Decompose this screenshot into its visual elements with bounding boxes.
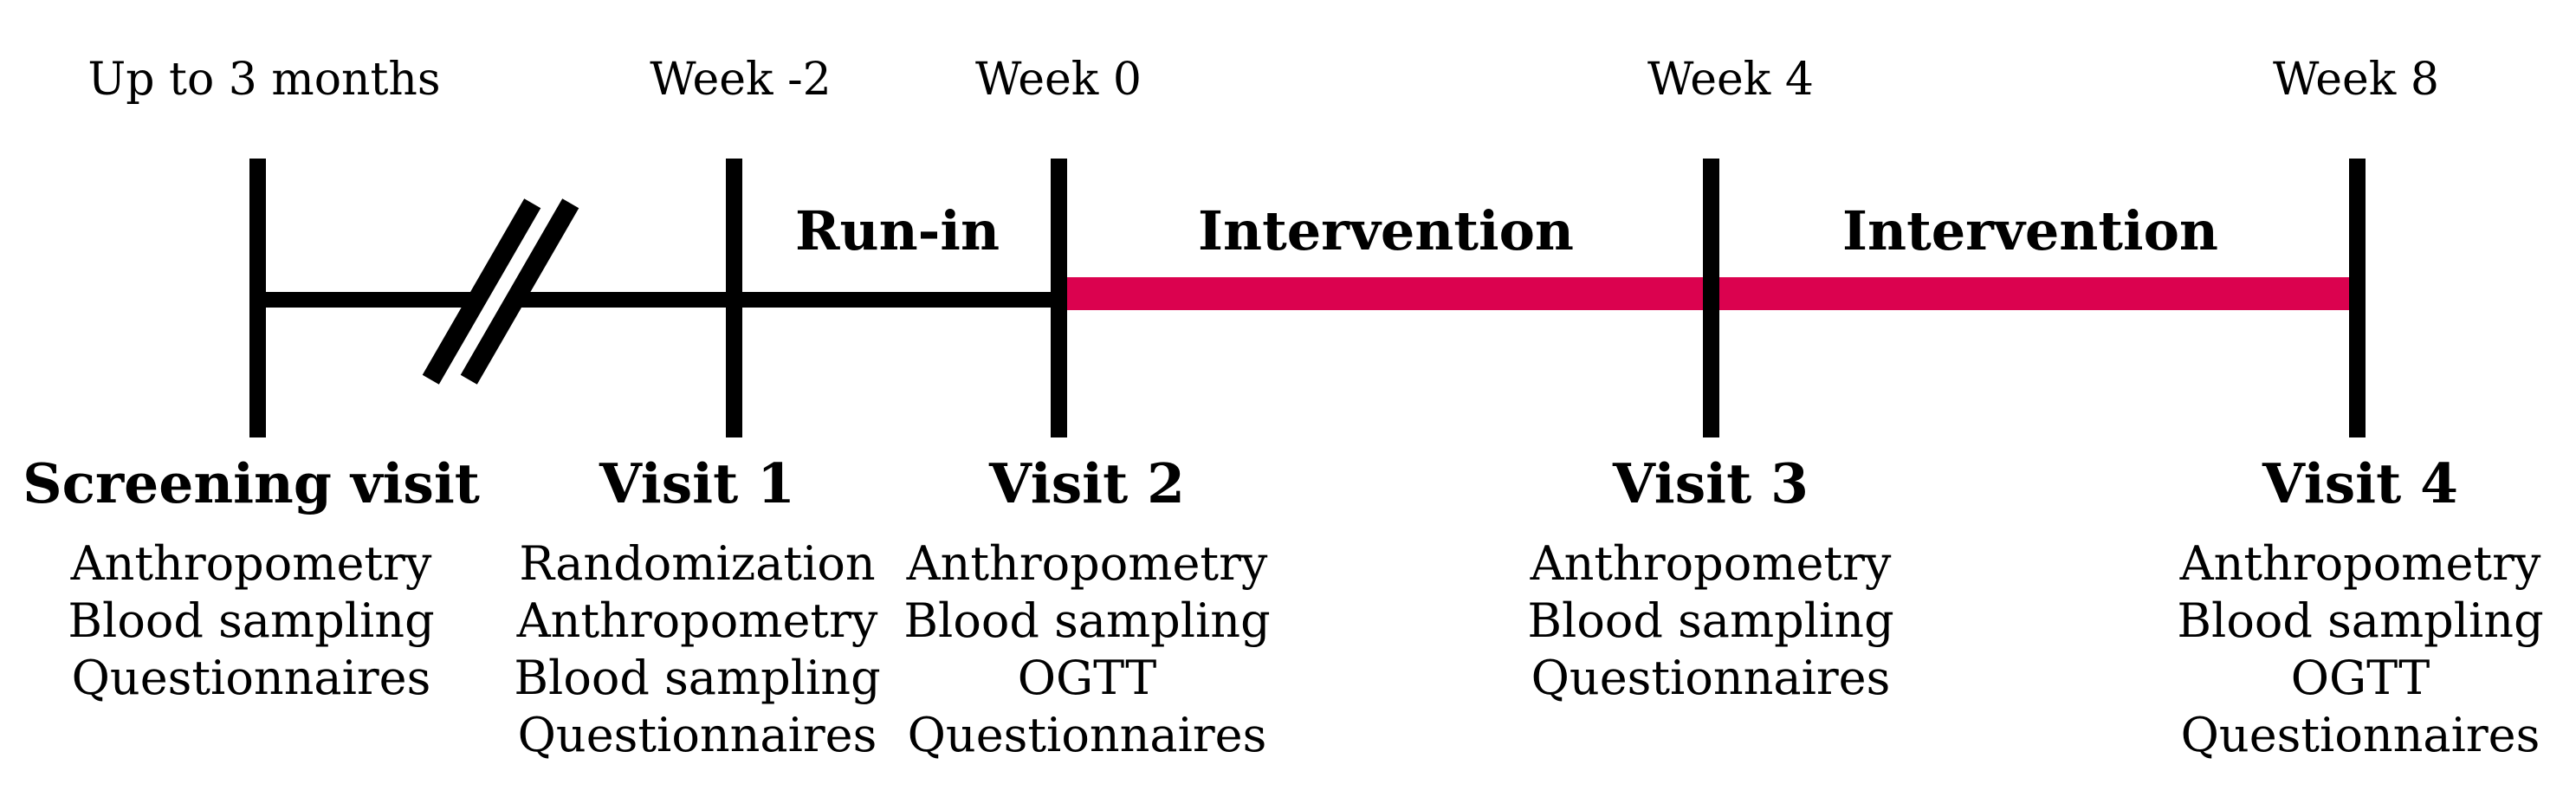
- visit-activity: Anthropometry: [516, 593, 878, 648]
- visit-title: Visit 2: [989, 451, 1185, 515]
- visit-activity: Questionnaires: [2180, 708, 2540, 762]
- visit-title: Visit 3: [1613, 451, 1809, 515]
- visit-activity: Questionnaires: [71, 651, 431, 705]
- visit-column-visit-2: Visit 2 Anthropometry Blood sampling OGT…: [903, 457, 1270, 764]
- baseline-runin-segment: [249, 292, 1059, 308]
- time-label-week-0: Week 0: [975, 54, 1142, 106]
- phase-label-intervention-2: Intervention: [1842, 199, 2218, 262]
- visit-activity: Blood sampling: [1527, 593, 1894, 648]
- visit-activity: Blood sampling: [68, 593, 435, 648]
- visit-title: Screening visit: [23, 451, 480, 515]
- visit-activity: Questionnaires: [1531, 651, 1891, 705]
- time-label-week-8: Week 8: [2273, 54, 2439, 106]
- timeline-tick-screening: [249, 159, 266, 437]
- visit-column-visit-1: Visit 1 Randomization Anthropometry Bloo…: [514, 457, 880, 764]
- visit-activity: Questionnaires: [907, 708, 1267, 762]
- visit-column-screening: Screening visit Anthropometry Blood samp…: [23, 457, 480, 707]
- visit-activity: Randomization: [519, 536, 876, 591]
- visit-activity: OGTT: [1017, 651, 1157, 705]
- phase-label-intervention-1: Intervention: [1198, 199, 1574, 262]
- time-label-week-minus-2: Week -2: [650, 54, 832, 106]
- phase-label-run-in: Run-in: [794, 199, 1000, 262]
- visit-activity: Anthropometry: [906, 536, 1268, 591]
- timeline-tick-week-8: [2349, 159, 2366, 437]
- timeline-tick-week-0: [1051, 159, 1067, 437]
- visit-activity: Blood sampling: [514, 651, 881, 705]
- visit-activity: Blood sampling: [903, 593, 1271, 648]
- visit-activity: Blood sampling: [2177, 593, 2544, 648]
- timeline-tick-week-4: [1703, 159, 1719, 437]
- visit-column-visit-4: Visit 4 Anthropometry Blood sampling OGT…: [2177, 457, 2543, 764]
- timeline-tick-week-minus-2: [726, 159, 742, 437]
- visit-activity: OGTT: [2290, 651, 2430, 705]
- visit-title: Visit 1: [599, 451, 795, 515]
- visit-column-visit-3: Visit 3 Anthropometry Blood sampling Que…: [1527, 457, 1893, 707]
- visit-activity: Anthropometry: [2179, 536, 2541, 591]
- visit-activity: Anthropometry: [1530, 536, 1892, 591]
- time-label-week-4: Week 4: [1647, 54, 1814, 106]
- visit-title: Visit 4: [2262, 451, 2458, 515]
- visit-activity: Questionnaires: [517, 708, 877, 762]
- visit-activity: Anthropometry: [70, 536, 432, 591]
- time-label-up-to-3-months: Up to 3 months: [87, 54, 441, 106]
